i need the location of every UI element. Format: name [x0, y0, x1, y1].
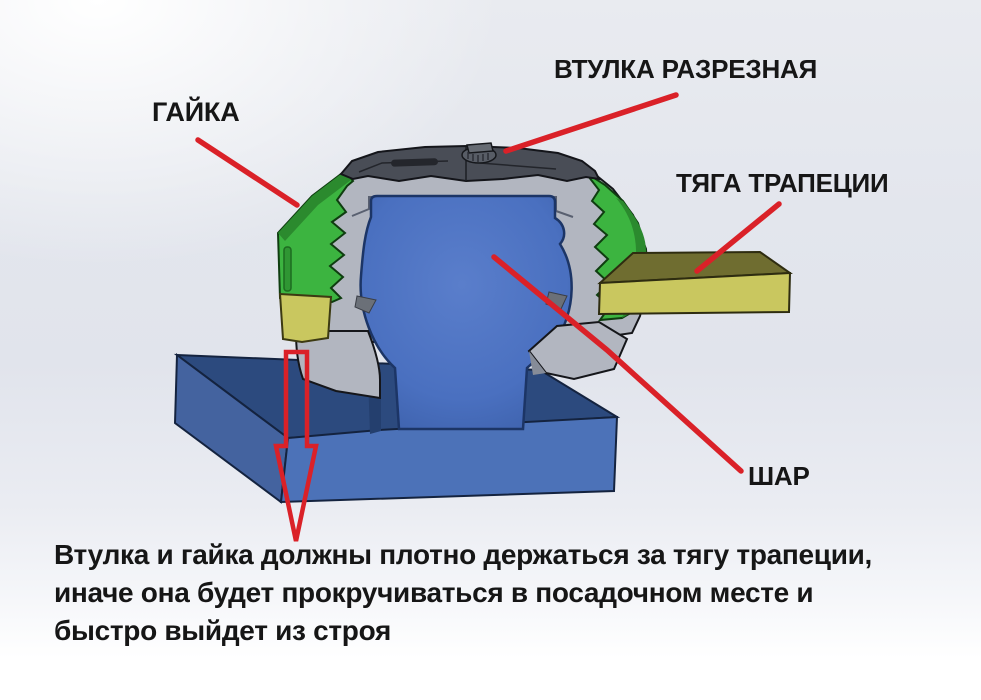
down-arrow-outline: [273, 349, 319, 542]
base-front-face: [279, 415, 619, 504]
nut-left-bevel: [278, 171, 351, 241]
cap-body: [339, 144, 601, 183]
split-bushing-leader-line: [503, 92, 679, 154]
caption-line-1: Втулка и гайка должны плотно держаться з…: [54, 539, 873, 570]
top-cap: [339, 142, 601, 183]
trapezoid-rod-label: ТЯГА ТРАПЕЦИИ: [676, 168, 889, 198]
nut-left-slot: [283, 246, 292, 292]
nut-left-section: [276, 169, 355, 304]
rod-left-cut-block: [278, 292, 333, 344]
cap-panel-line-right: [479, 162, 557, 170]
housing-left-leg: [294, 330, 381, 400]
rod-front-face: [597, 271, 792, 316]
ball-label: ШАР: [748, 461, 810, 491]
nut-label: ГАЙКА: [152, 97, 240, 127]
caption-line-3: быстро выйдет из строя: [54, 615, 392, 646]
caption-text: Втулка и гайка должны плотно держаться з…: [54, 536, 934, 650]
groove-detail-left: [354, 295, 377, 314]
housing-right-leg: [527, 320, 629, 381]
grease-fitting-top: [466, 142, 494, 154]
cap-slot: [391, 158, 439, 167]
rod-right-arm: [597, 250, 793, 316]
grease-fitting-knurl: [467, 152, 489, 162]
housing-right-leg-shadow: [529, 351, 546, 375]
nut-left-body: [276, 169, 355, 304]
split-bushing-label: ВТУЛКА РАЗРЕЗНАЯ: [554, 54, 818, 84]
caption-line-2: иначе она будет прокручиваться в посадоч…: [54, 577, 814, 608]
trapezoid-rod-leader-line: [694, 201, 782, 274]
annotations: [195, 92, 782, 542]
nut-leader-line: [195, 137, 300, 208]
ball-section: [359, 194, 573, 431]
ball-leader-line: [491, 254, 744, 474]
